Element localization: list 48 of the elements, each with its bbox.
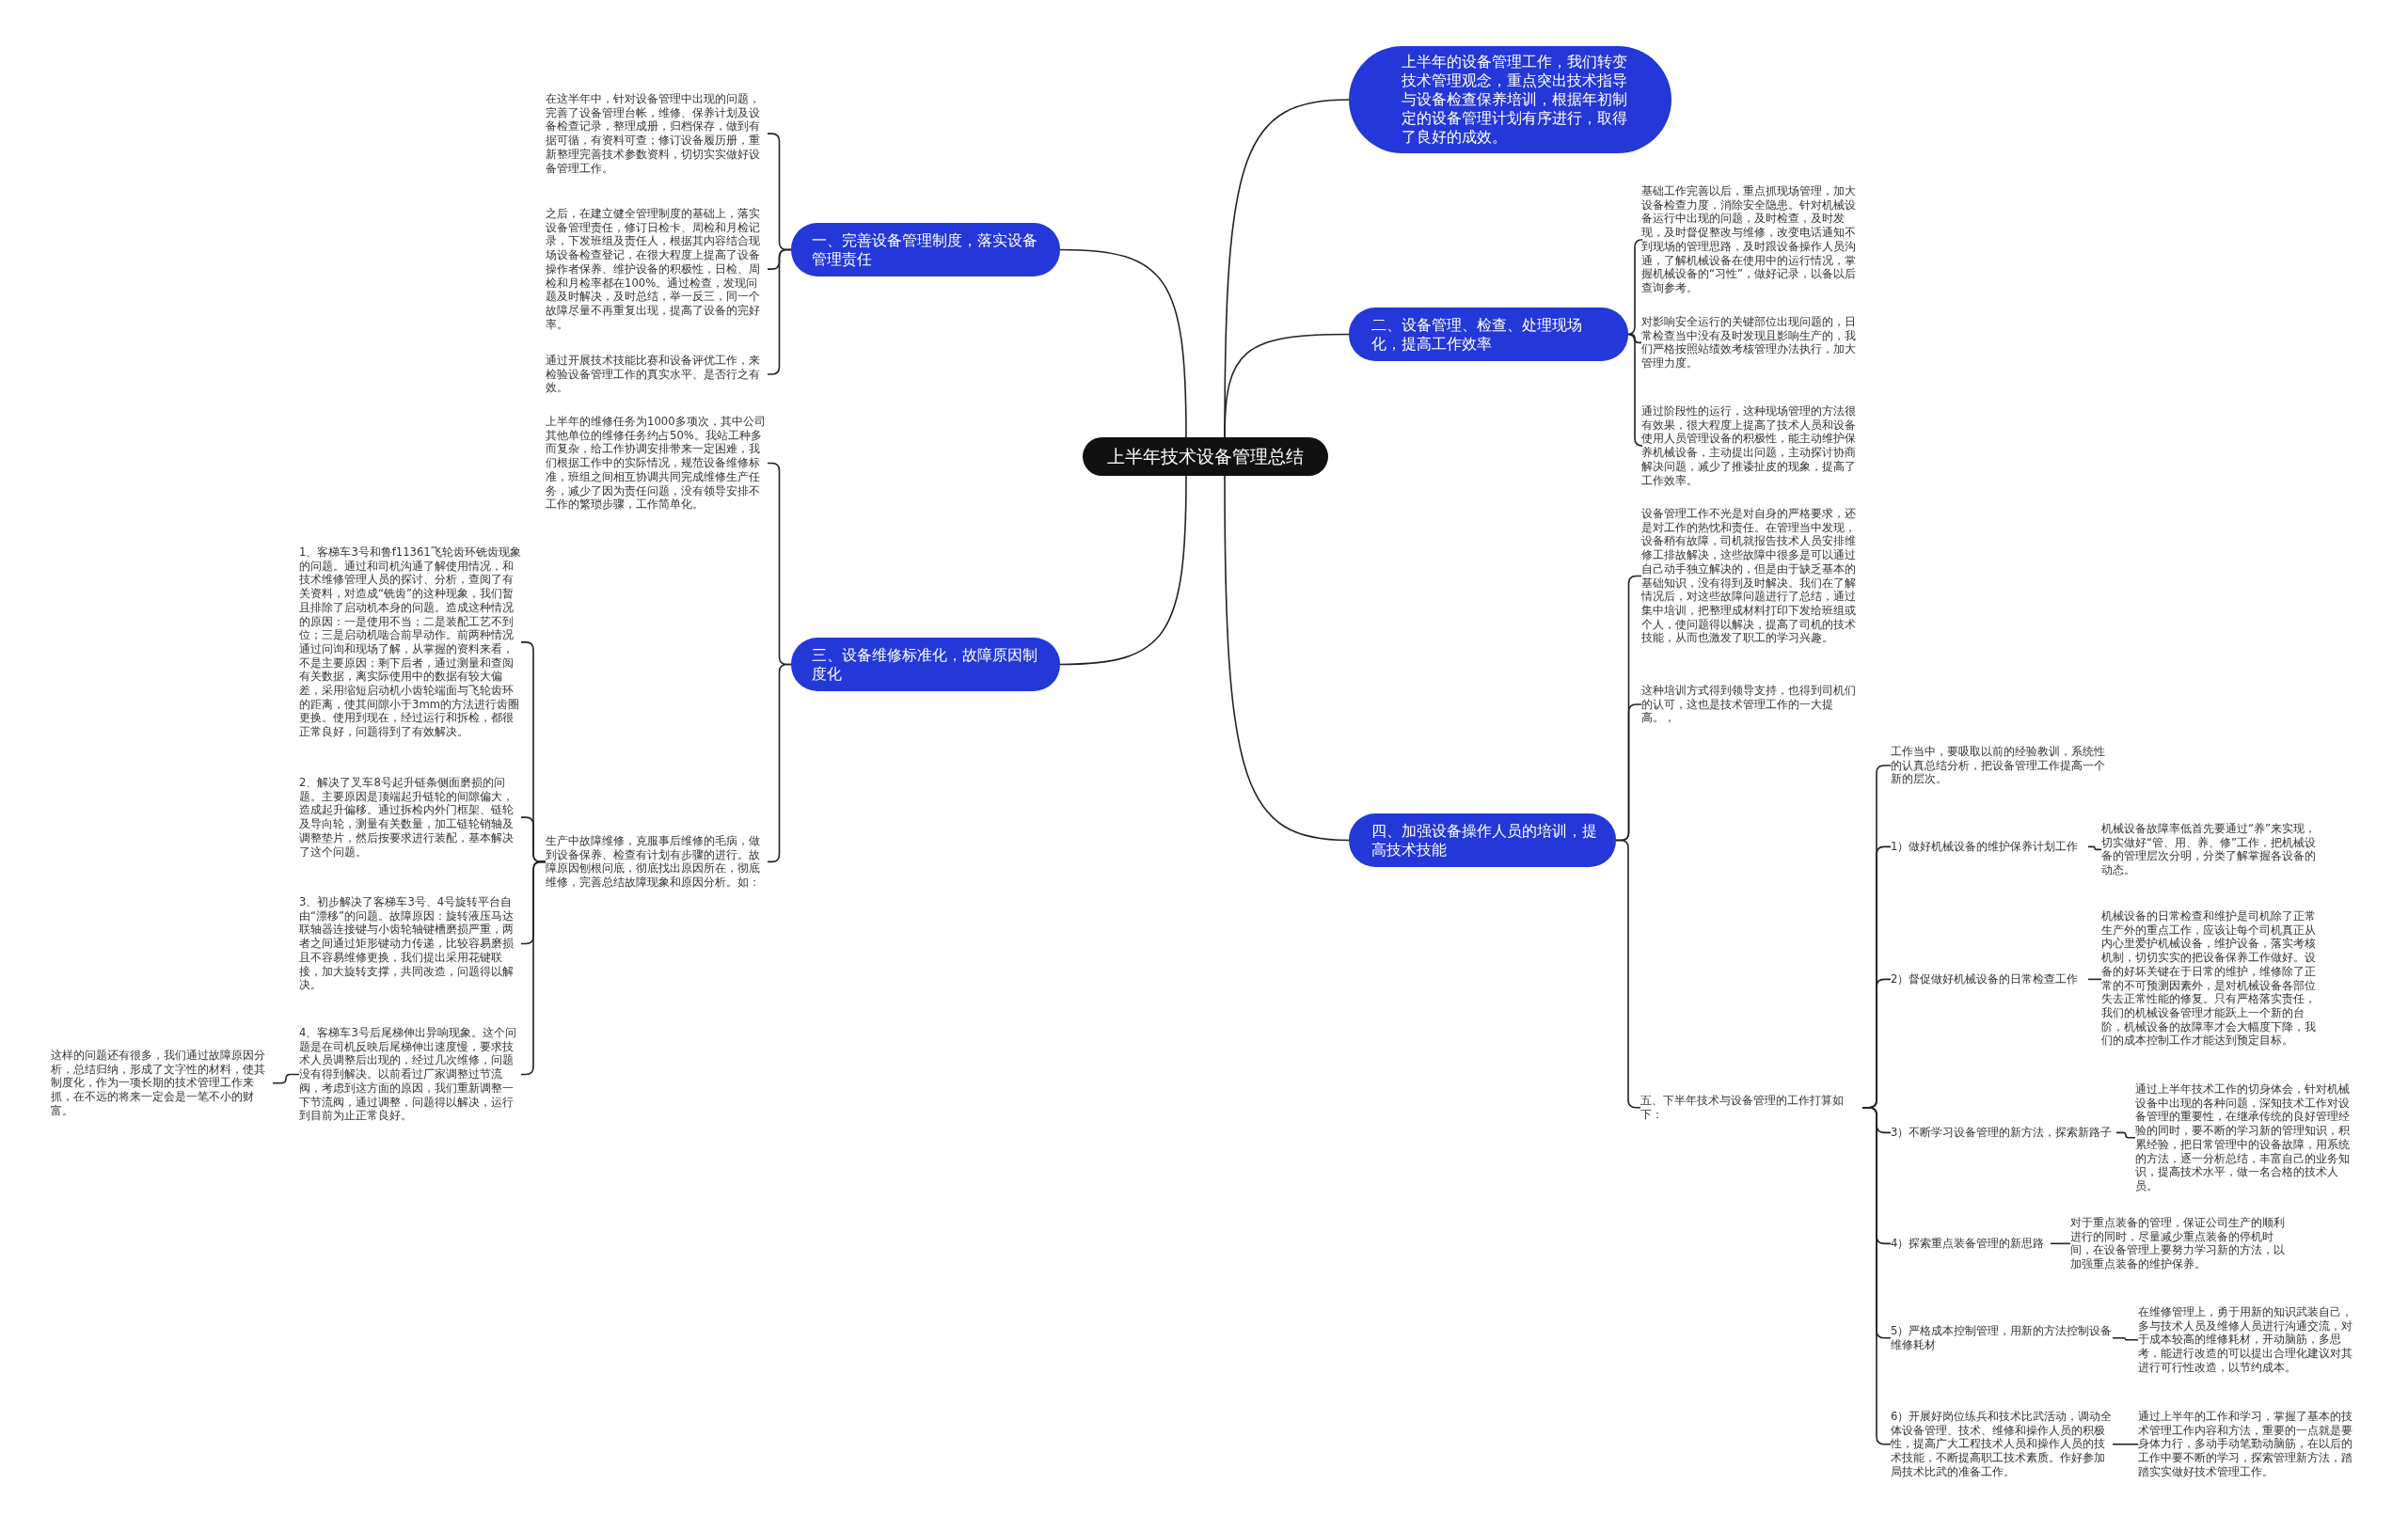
note-text: 在维修管理上，勇于用新的知识武装自己，多与技术人员及维修人员进行沟通交流，对于成本较高的维修耗材，开动脑筋，多思考，能进行改造的可以提出合理化建议对其进行可行性改造，以节约成本。 (2138, 1305, 2360, 1375)
connector-line (1059, 475, 1187, 666)
note-text: 这种培训方式得到领导支持，也得到司机们的认可，这也是技术管理工作的一大提高。， (1641, 684, 1863, 726)
note-text: 通过开展技术技能比赛和设备评优工作，来检验设备管理工作的真实水平、是否行之有效。 (546, 354, 768, 396)
topic-pill: 二、设备管理、检查、处理现场化，提高工作效率 (1349, 308, 1628, 361)
note-text: 3、初步解决了客梯车3号、4号旋转平台自由“漂移”的问题。故障原因：旋转液压马达联轴器连接键与小齿轮轴键槽磨损严重，两者之间通过矩形键动力传递，比较容易磨损且不容易维修更换，我们提出采用花键联接，加大旋转支撑，共同改造，问题得以解决。 (299, 895, 521, 992)
topic-pill: 一、完善设备管理制度，落实设备管理责任 (791, 223, 1060, 276)
note-text: 工作当中，要吸取以前的经验教训，系统性的认真总结分析，把设备管理工作提高一个新的层次。 (1891, 745, 2113, 787)
connector-line (1224, 333, 1350, 438)
topic-pill: 三、设备维修标准化，故障原因制度化 (791, 638, 1060, 691)
connector-line (2112, 1443, 2139, 1445)
connector-line (2087, 845, 2102, 851)
note-text: 6）开展好岗位练兵和技术比武活动，调动全体设备管理、技术、维修和操作人员的积极性，提高广大工程技术人员和操作人员的技术技能，不断提高职工技术素质。作好参加局技术比武的准备工作。 (1891, 1410, 2113, 1479)
note-text: 3）不断学习设备管理的新方法，探索新路子 (1891, 1126, 2116, 1140)
central-topic: 上半年技术设备管理总结 (1083, 437, 1328, 476)
note-text: 4、客梯车3号后尾梯伸出异响现象。这个问题是在司机反映后尾梯伸出速度慢，要求技术人员调整后出现的，经过几次维修，问题没有得到解决。以前看过厂家调整过节流阀，考虑到这方面的原因，我们重新调整一下节流阀，通过调整，问题得以解决，运行到目前为止正常良好。 (299, 1026, 521, 1123)
connector-line (272, 1073, 300, 1084)
connector-line (2115, 1131, 2136, 1139)
note-text: 4）探索重点装备管理的新思路 (1891, 1237, 2051, 1251)
note-text: 1、客梯车3号和鲁f11361飞轮齿环铣齿现象的问题。通过和司机沟通了解使用情况，和技术维修管理人员的探讨、分析，查阅了有关资料，对造成“铣齿”的这种现象，我们暂且排除了启动机本身的问题。造成这种情况的原因：一是使用不当；二是装配工艺不到位；三是启动机啮合前早动作。前两种情况通过问询和现场了解，从掌握的资料来看，不是主要原因；剩下后者，通过测量和查阅有关数据，离实际使用中的数据有较大偏差，采用缩短启动机小齿轮端面与飞轮齿环的距离，使其间隙小于3mm的方法进行齿圈更换。使用到现在，经过运行和拆检，都很正常良好，问题得到了有效解决。 (299, 545, 521, 739)
note-text: 这样的问题还有很多，我们通过故障原因分析，总结归纳，形成了文字性的材料，使其制度化，作为一项长期的技术管理工作来抓，在不远的将来一定会是一笔不小的财富。 (51, 1049, 273, 1118)
note-text: 对于重点装备的管理，保证公司生产的顺利进行的同时，尽量减少重点装备的停机时间，在设备管理上要努力学习新的方法，以加强重点装备的维护保养。 (2070, 1216, 2292, 1271)
note-text: 对影响安全运行的关键部位出现问题的，日常检查当中没有及时发现且影响生产的，我们严格按照站绩效考核管理办法执行，加大管理力度。 (1641, 315, 1863, 371)
connector-line (1626, 333, 1643, 447)
note-text: 生产中故障维修，克服事后维修的毛病，做到设备保养、检查有计划有步骤的进行。故障原因刨根问底，彻底找出原因所在，彻底维修，完善总结故障现象和原因分析。如： (546, 834, 768, 890)
connector-line (2087, 978, 2102, 981)
note-text: 机械设备故障率低首先要通过“养”来实现，切实做好“管、用、养、修”工作，把机械设备的管理层次分明，分类了解掌握各设备的动态。 (2101, 822, 2323, 877)
note-text: 通过上半年的工作和学习，掌握了基本的技术管理工作内容和方法，重要的一点就是要身体力行，多动手动笔勤动脑筋，在以后的工作中要不断的学习，探索管理新方法，踏踏实实做好技术管理工作。 (2138, 1410, 2360, 1479)
connector-line (1626, 239, 1643, 336)
note-text: 基础工作完善以后，重点抓现场管理，加大设备检查力度，消除安全隐患。针对机械设备运行中出现的问题，及时检查，及时发现，及时督促整改与维修，改变电话通知不到现场的管理思路，及时跟设备操作人员沟通，了解机械设备在使用中的运行情况，掌握机械设备的“习性”，做好记录，以备以后查询参考。 (1641, 184, 1863, 295)
topic-pill: 上半年的设备管理工作，我们转变技术管理观念，重点突出技术指导与设备检查保养培训，根据年初制定的设备管理计划有序进行，取得了良好的成效。 (1349, 46, 1671, 153)
connector-line (1059, 248, 1187, 438)
connector-line (2112, 1336, 2139, 1341)
note-text: 上半年的维修任务为1000多项次，其中公司其他单位的维修任务约占50%。我站工种多而复杂，给工作协调安排带来一定困难，我们根据工作中的实际情况，规范设备维修标准，班组之间相互协调共同完成维修生产任务，减少了因为责任问题，没有领导安排不工作的繁琐步骤，工作简单化。 (546, 415, 768, 512)
note-text: 之后，在建立健全管理制度的基础上，落实设备管理责任，修订日检卡、周检和月检记录，下发班组及责任人，根据其内容结合现场设备检查登记，在很大程度上提高了设备操作者保养、维护设备的积极性，日检、周检和月检率都在100%。通过检查，发现问题及时解决，及时总结，举一反三，同一个故障尽量不再重复出现，提高了设备的完好率。 (546, 207, 768, 332)
note-text: 在这半年中，针对设备管理中出现的问题，完善了设备管理台帐，维修、保养计划及设备检查记录，整理成册，归档保存，做到有据可循，有资料可查；修订设备履历册，重新整理完善技术参数资料，切切实实做好设备管理工作。 (546, 92, 768, 176)
note-text: 2、解决了叉车8号起升链条侧面磨损的问题。主要原因是顶端起升链轮的间隙偏大，造成起升偏移。通过拆检内外门框架、链轮及导向轮，测量有关数量，加工链轮销轴及调整垫片，然后按要求进行装配，基本解决了这个问题。 (299, 776, 521, 860)
note-text: 通过上半年技术工作的切身体会，针对机械设备中出现的各种问题，深知技术工作对设备管理的重要性，在继承传统的良好管理经验的同时，要不断的学习新的管理知识，积累经验，把日常管理中的设备故障，用系统的方法，逐一分析总结，丰富自己的业务知识，提高技术水平，做一名合格的技术人员。 (2135, 1082, 2357, 1193)
note-text: 设备管理工作不光是对自身的严格要求，还是对工作的热忱和责任。在管理当中发现，设备稍有故障，司机就报告技术人员安排维修工排故解决，这些故障中很多是可以通过自己动手独立解决的，但是由于缺乏基本的基础知识，没有得到及时解决。我们在了解情况后，对这些故障问题进行了总结，通过集中培训，把整理成材料打印下发给班组或个人，使问题得以解决，提高了司机的技术技能，从而也激发了职工的学习兴趣。 (1641, 507, 1863, 646)
note-text: 机械设备的日常检查和维护是司机除了正常生产外的重点工作，应该让每个司机真正从内心里爱护机械设备，维护设备，落实考核机制，切切实实的把设备保养工作做好。设备的好坏关键在于日常的维护，维修除了正常的不可预测因素外，是对机械设备各部位失去正常性能的修复。只有严格落实责任，我们的机械设备管理才能跃上一个新的台阶，机械设备的故障率才会大幅度下降，我们的成本控制工作才能达到预定目标。 (2101, 909, 2323, 1049)
topic-pill: 四、加强设备操作人员的培训，提高技术技能 (1349, 813, 1616, 867)
note-text: 5）严格成本控制管理，用新的方法控制设备维修耗材 (1891, 1324, 2113, 1352)
connector-line (2050, 1242, 2071, 1245)
note-text: 2）督促做好机械设备的日常检查工作 (1891, 972, 2088, 986)
note-text: 1）做好机械设备的维护保养计划工作 (1891, 840, 2088, 854)
note-text: 通过阶段性的运行，这种现场管理的方法很有效果，很大程度上提高了技术人员和设备使用人员管理设备的积极性，能主动维护保养机械设备，主动提出问题，主动探讨协商解决问题，减少了推诿扯皮的现象，提高了工作效率。 (1641, 404, 1863, 488)
note-text: 五、下半年技术与设备管理的工作打算如下： (1640, 1094, 1862, 1122)
connector-line (1224, 475, 1350, 842)
